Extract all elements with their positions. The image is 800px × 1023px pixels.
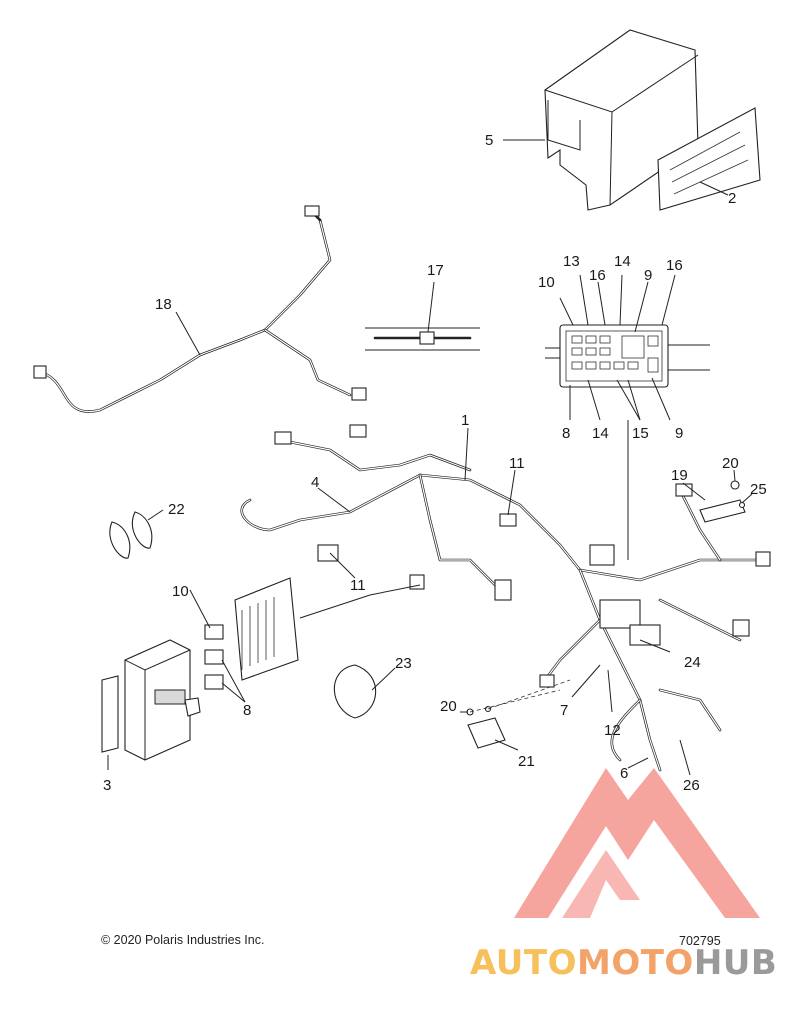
copyright-notice: © 2020 Polaris Industries Inc. bbox=[101, 933, 265, 947]
callout-10-relays: 10 bbox=[172, 583, 189, 600]
callout-9-bottom: 9 bbox=[675, 425, 683, 442]
callout-22: 22 bbox=[168, 501, 185, 518]
callout-14-top: 14 bbox=[614, 253, 631, 270]
callout-2: 2 bbox=[728, 190, 736, 207]
callout-20-bracket: 20 bbox=[440, 698, 457, 715]
callout-16-left: 16 bbox=[589, 267, 606, 284]
callout-9-top: 9 bbox=[644, 267, 652, 284]
callout-23: 23 bbox=[395, 655, 412, 672]
callout-19: 19 bbox=[671, 467, 688, 484]
cable-ties bbox=[109, 511, 377, 719]
callout-1: 1 bbox=[461, 412, 469, 429]
watermark-logo bbox=[514, 768, 760, 918]
dashed-guide bbox=[469, 679, 571, 713]
watermark-wordmark: AUTOMOTOHUB bbox=[470, 943, 777, 983]
callout-8-relays: 8 bbox=[243, 702, 251, 719]
callout-10-fusebox: 10 bbox=[538, 274, 555, 291]
callout-16-right: 16 bbox=[666, 257, 683, 274]
relay-block bbox=[204, 577, 299, 690]
diagram-number: 702795 bbox=[679, 934, 721, 948]
fuse-label-sheet bbox=[657, 107, 761, 211]
callout-11-upper: 11 bbox=[509, 455, 525, 472]
callout-8-fusebox: 8 bbox=[562, 425, 570, 442]
callouts: 1 2 3 4 5 6 7 8 8 9 9 10 10 11 11 12 13 … bbox=[103, 132, 767, 794]
watermark-hub: HUB bbox=[693, 943, 778, 983]
callout-20-right: 20 bbox=[722, 455, 739, 472]
callout-14-bottom: 14 bbox=[592, 425, 609, 442]
leader-lines bbox=[107, 139, 753, 776]
callout-12: 12 bbox=[604, 722, 621, 739]
callout-15: 15 bbox=[632, 425, 649, 442]
callout-6: 6 bbox=[620, 765, 628, 782]
watermark-auto: AUTO bbox=[470, 943, 577, 983]
callout-13: 13 bbox=[563, 253, 580, 270]
connector-strip bbox=[365, 327, 480, 351]
callout-24: 24 bbox=[684, 654, 701, 671]
callout-11-lower: 11 bbox=[350, 577, 366, 594]
callout-25: 25 bbox=[750, 481, 767, 498]
callout-5: 5 bbox=[485, 132, 493, 149]
callout-26: 26 bbox=[683, 777, 700, 794]
callout-18: 18 bbox=[155, 296, 172, 313]
ground-strip bbox=[699, 480, 746, 523]
upper-harness bbox=[33, 205, 367, 413]
callout-4: 4 bbox=[311, 474, 319, 491]
main-harness bbox=[240, 424, 771, 772]
callout-21: 21 bbox=[518, 753, 535, 770]
watermark-moto: MOTO bbox=[576, 943, 694, 983]
fuse-box-detail bbox=[545, 324, 710, 388]
callout-17: 17 bbox=[427, 262, 444, 279]
callout-3: 3 bbox=[103, 777, 111, 794]
module-unit bbox=[101, 639, 201, 761]
callout-7: 7 bbox=[560, 702, 568, 719]
